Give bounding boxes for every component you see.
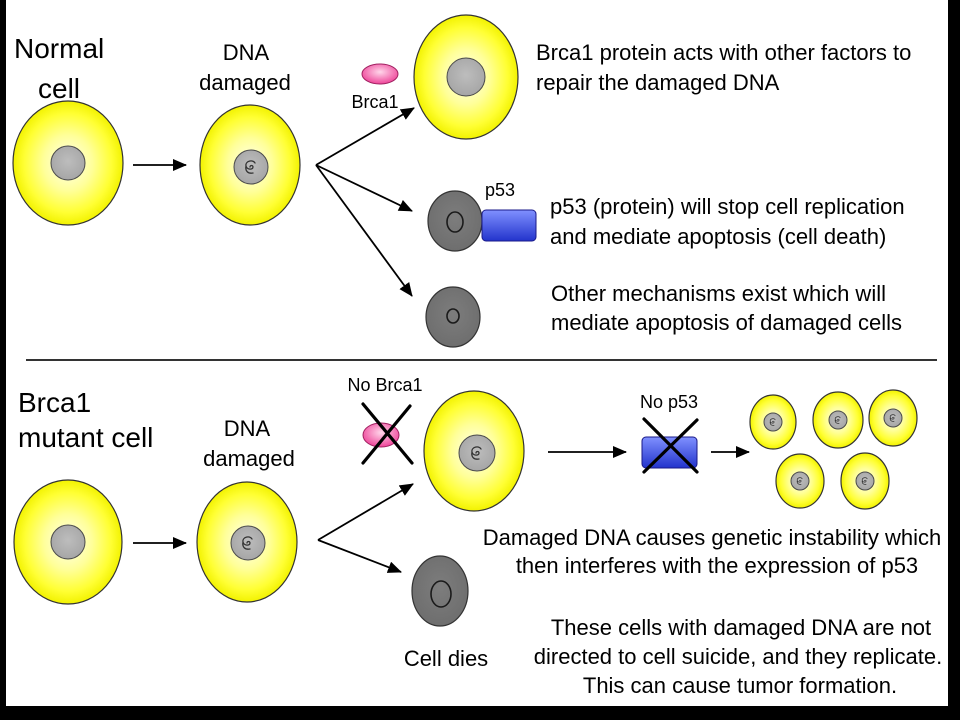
apoptotic-cell-p53 [427, 190, 483, 252]
damaged-nucleus [233, 149, 269, 185]
arrow-to-other-apoptosis [315, 164, 413, 297]
replicating-cells-cluster [749, 389, 918, 510]
arrow-to-p53-apoptosis [315, 164, 413, 212]
p53-protein-icon [481, 209, 537, 242]
replicated-cell-nucleus [883, 408, 903, 428]
arrow-to-surviving-cell [317, 483, 414, 541]
brca1-label: Brca1 [351, 92, 398, 112]
p53-text-line1: p53 (protein) will stop cell replication [550, 194, 905, 219]
mutant-damaged-nucleus [230, 525, 266, 561]
replicated-cell-nucleus [828, 410, 848, 430]
p53-cross-line-2 [642, 418, 699, 474]
p53-text-line2: and mediate apoptosis (cell death) [550, 224, 886, 249]
apoptotic-cell-p53-nucleus [446, 211, 464, 233]
mutant-cell-nucleus [50, 524, 86, 560]
p53-label: p53 [485, 180, 515, 200]
instability-text-line1: Damaged DNA causes genetic instability w… [483, 525, 942, 550]
apoptotic-cell-other [425, 286, 481, 348]
no-p53-label: No p53 [640, 392, 698, 412]
brca1-protein-icon [361, 63, 399, 85]
apoptotic-cell-other-nucleus [446, 308, 460, 324]
normal-cell-nucleus [50, 145, 86, 181]
replicated-cell-nucleus [855, 471, 875, 491]
dying-cell [411, 555, 469, 627]
normal-title-line2: cell [38, 73, 80, 104]
dying-cell-nucleus [430, 580, 452, 608]
cell-dies-label: Cell dies [404, 646, 488, 671]
replicate-text-line3: This can cause tumor formation. [583, 673, 897, 698]
replicate-text-line2: directed to cell suicide, and they repli… [534, 644, 942, 669]
dna-label-line1: DNA [223, 40, 270, 65]
mutant-dna-label-line2: damaged [203, 446, 295, 471]
no-brca1-label: No Brca1 [347, 375, 422, 395]
surviving-damaged-nucleus [458, 434, 496, 472]
repaired-nucleus [446, 57, 486, 97]
arrow-to-repair [315, 107, 415, 166]
normal-cell-section: Normal cell DNA damaged Brca1 Brca1 prot… [12, 14, 911, 348]
replicate-text-line1: These cells with damaged DNA are not [551, 615, 931, 640]
replicated-cell-nucleus [763, 412, 783, 432]
repair-text-line1: Brca1 protein acts with other factors to [536, 40, 911, 65]
mutant-cell-section: Brca1 mutant cell DNA damaged No Brca1 N… [13, 375, 942, 698]
dna-label-line2: damaged [199, 70, 291, 95]
normal-title-line1: Normal [14, 33, 104, 64]
brca1-cross-line-2 [361, 404, 412, 465]
arrow-to-dying-cell [317, 539, 402, 573]
mutant-title-line2: mutant cell [18, 422, 153, 453]
instability-text-line2: then interferes with the expression of p… [516, 553, 918, 578]
repair-text-line2: repair the damaged DNA [536, 70, 780, 95]
other-text-line1: Other mechanisms exist which will [551, 281, 886, 306]
replicated-cell-nucleus [790, 471, 810, 491]
mutant-dna-label-line1: DNA [224, 416, 271, 441]
mutant-title-line1: Brca1 [18, 387, 91, 418]
other-text-line2: mediate apoptosis of damaged cells [551, 310, 902, 335]
